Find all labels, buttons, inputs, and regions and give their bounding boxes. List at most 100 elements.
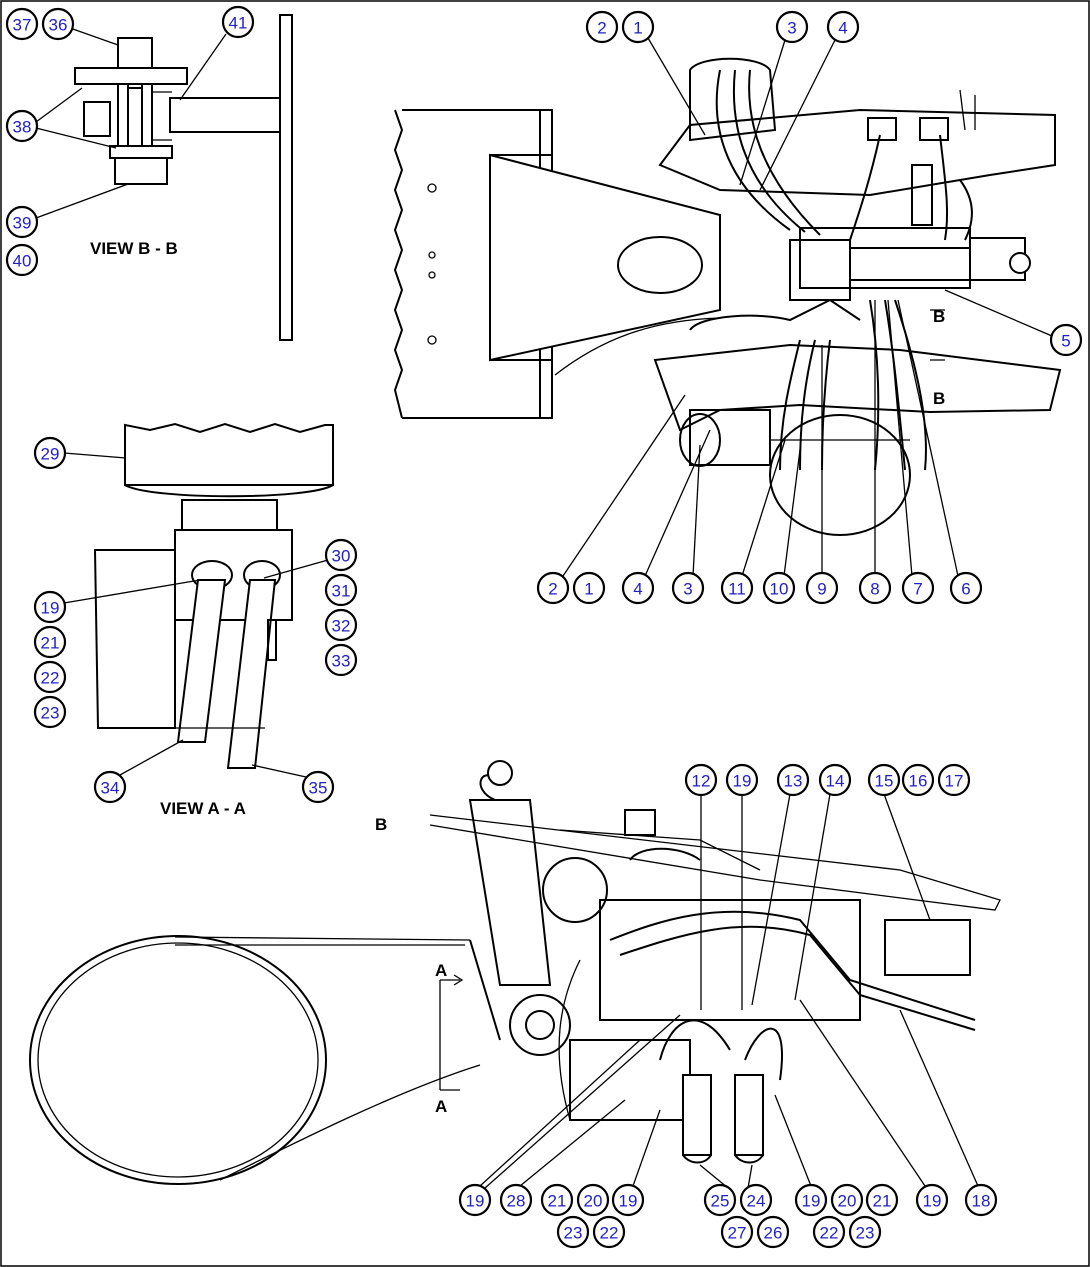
callout-c29: 29 [33,436,67,470]
callout-c28: 28 [499,1183,533,1217]
callout-number: 14 [826,772,845,791]
callout-c33: 33 [324,643,358,677]
leader-lines [35,27,1053,1189]
callout-number: 7 [913,580,922,599]
callout-circle [949,571,983,605]
callout-c27: 27 [720,1215,754,1249]
callout-circle [858,571,892,605]
callout-c22c: 22 [812,1215,846,1249]
callout-circle [536,571,570,605]
callout-number: 37 [13,16,32,35]
callout-number: 22 [820,1224,839,1243]
callout-c6: 6 [949,571,983,605]
callout-c19b: 19 [725,763,759,797]
callout-c22a: 22 [33,660,67,694]
callout-circle [621,10,655,44]
callout-circle [720,1215,754,1249]
callout-c24: 24 [739,1183,773,1217]
callout-circle [805,571,839,605]
callout-c11: 11 [720,571,754,605]
callout-c17: 17 [937,763,971,797]
callout-circle [33,590,67,624]
callout-c32: 32 [324,608,358,642]
callout-number: 19 [802,1192,821,1211]
callout-number: 40 [13,252,32,271]
callout-number: 22 [600,1224,619,1243]
callout-number: 15 [875,772,894,791]
callout-number: 23 [564,1224,583,1243]
callout-c31: 31 [324,573,358,607]
callout-c1a: 1 [621,10,655,44]
callout-number: 2 [597,19,606,38]
callout-number: 19 [41,599,60,618]
callout-circle [830,1183,864,1217]
callout-c14: 14 [818,763,852,797]
callout-circle [592,1215,626,1249]
callout-circle [775,10,809,44]
callout-circle [301,770,335,804]
callout-number: 11 [728,580,746,599]
callout-number: 3 [787,19,796,38]
callout-circle [572,571,606,605]
section-a-top: A [435,961,447,980]
callout-c20a: 20 [576,1183,610,1217]
callout-circle [826,10,860,44]
callout-number: 29 [41,445,60,464]
callout-circle [901,763,935,797]
callout-c38: 38 [5,109,39,143]
callout-number: 6 [961,580,970,599]
callout-c4a: 4 [826,10,860,44]
callout-c13: 13 [776,763,810,797]
callout-circle [739,1183,773,1217]
callout-number: 21 [41,634,60,653]
callout-circle [762,571,796,605]
callout-c19a: 19 [33,590,67,624]
callout-c10: 10 [762,571,796,605]
callout-c41: 41 [221,5,255,39]
callout-circle [756,1215,790,1249]
section-b-top-2: B [933,389,945,408]
callout-circle [33,436,67,470]
callout-c37: 37 [5,7,39,41]
callout-c22b: 22 [592,1215,626,1249]
callout-c9: 9 [805,571,839,605]
callout-circle [556,1215,590,1249]
callout-number: 28 [507,1192,526,1211]
callout-circle [848,1215,882,1249]
callout-number: 32 [332,617,351,636]
callout-number: 33 [332,652,351,671]
callout-c30: 30 [324,538,358,572]
callout-number: 22 [41,669,60,688]
callout-number: 19 [619,1192,638,1211]
callout-number: 27 [728,1224,747,1243]
callout-number: 25 [711,1192,730,1211]
callout-c3b: 3 [671,571,705,605]
callout-number: 23 [41,704,60,723]
callout-circle [576,1183,610,1217]
callout-number: 4 [633,580,642,599]
callout-circle [812,1215,846,1249]
callout-circle [458,1183,492,1217]
callout-circle [324,573,358,607]
callout-circle [937,763,971,797]
callout-number: 12 [692,772,711,791]
callout-circle [671,571,705,605]
callout-c40: 40 [5,243,39,277]
callout-c7: 7 [901,571,935,605]
callout-number: 19 [923,1192,942,1211]
callout-circle [794,1183,828,1217]
callout-number: 17 [945,772,964,791]
callout-c2a: 2 [585,10,619,44]
view-bb-drawing [74,14,293,341]
callout-c19e: 19 [794,1183,828,1217]
callout-circle [5,109,39,143]
callout-number: 30 [332,547,351,566]
callout-circle [776,763,810,797]
callout-c2b: 2 [536,571,570,605]
callout-number: 4 [838,19,847,38]
callout-number: 35 [309,779,328,798]
callout-c19d: 19 [611,1183,645,1217]
callout-circle [5,205,39,239]
callout-number: 9 [817,580,826,599]
